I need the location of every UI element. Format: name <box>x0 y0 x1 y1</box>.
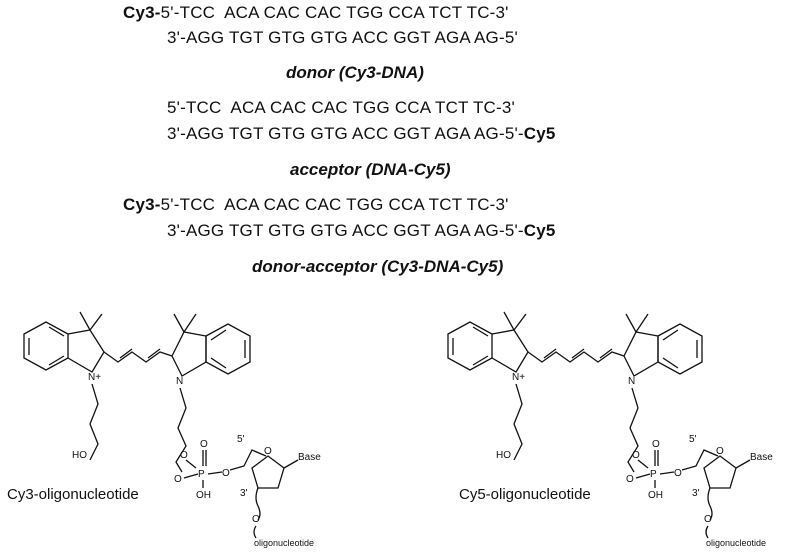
cy3-prefix: Cy3- <box>123 3 161 22</box>
cy5-oligo-label: oligonucleotide <box>706 538 766 548</box>
cy5-right-benzene-ring <box>657 323 703 375</box>
cy3-oh-label: OH <box>196 490 211 501</box>
cy3-base-label: Base <box>298 452 321 463</box>
cy5-suffix: Cy5 <box>523 221 556 240</box>
cy3-right-benzene-ring <box>205 323 251 375</box>
cy3-ho-label: HO <box>72 450 87 461</box>
bottom-sequence: 3'-AGG TGT GTG GTG ACC GGT AGA AG-5'- <box>167 221 524 240</box>
cy3-o5-label: O <box>252 514 260 525</box>
cy5-five-prime-label: 5' <box>689 434 697 445</box>
cy5-oligonucleotide-label: Cy5-oligonucleotide <box>459 486 591 503</box>
cy3-oligonucleotide-label: Cy3-oligonucleotide <box>7 486 139 503</box>
cy3-hydroxypropyl-chain <box>89 383 99 461</box>
cy5-ho-label: HO <box>496 450 511 461</box>
cy5-oh-label: OH <box>648 490 663 501</box>
cy5-structure: N+ N HO O P O O OH O 5' O Base 3' O <box>447 311 773 548</box>
cy3-three-prime-label: 3' <box>240 488 248 499</box>
cy5-right-pyrrole-ring <box>623 313 659 377</box>
cy5-deoxyribose-ring <box>703 455 737 489</box>
bottom-sequence: 3'-AGG TGT GTG GTG ACC GGT AGA AG-5'- <box>167 124 524 143</box>
bottom-sequence: 3'-AGG TGT GTG GTG ACC GGT AGA AG-5' <box>167 28 518 47</box>
cy3-o2-label: O <box>200 439 208 450</box>
cy5-methine-bridge <box>527 348 625 363</box>
cy5-o2-label: O <box>652 439 660 450</box>
donor-acceptor-bottom-strand: 3'-AGG TGT GTG GTG ACC GGT AGA AG-5'-Cy5 <box>167 221 556 241</box>
cy5-suffix: Cy5 <box>523 124 556 143</box>
cy3-five-prime-label: 5' <box>237 434 245 445</box>
cy5-left-benzene-ring <box>447 321 493 371</box>
cy5-hydroxypropyl-chain <box>513 383 523 461</box>
cy5-n-plus-label: N+ <box>512 372 525 383</box>
acceptor-bottom-strand: 3'-AGG TGT GTG GTG ACC GGT AGA AG-5'-Cy5 <box>167 124 556 144</box>
donor-top-strand: Cy3-5'-TCC ACA CAC CAC TGG CCA TCT TC-3' <box>123 3 509 23</box>
top-sequence: 5'-TCC ACA CAC CAC TGG CCA TCT TC-3' <box>160 3 509 22</box>
cy3-o1-label: O <box>174 474 182 485</box>
cy5-linker-chain <box>627 387 639 473</box>
cy5-o3-label: O <box>632 450 640 461</box>
sequence-panel: Cy3-5'-TCC ACA CAC CAC TGG CCA TCT TC-3'… <box>123 3 556 276</box>
cy3-o3-label: O <box>180 450 188 461</box>
cy3-deoxyribose-ring <box>251 455 285 489</box>
cy3-structure: N+ N HO O P O O OH O 5' O Base 3' O olig… <box>23 311 321 548</box>
cy3-n-plus-label: N+ <box>88 372 101 383</box>
cy3-n-label: N <box>176 376 183 387</box>
cy5-three-prime-label: 3' <box>692 488 700 499</box>
cy3-right-pyrrole-ring <box>171 313 207 377</box>
top-sequence: 5'-TCC ACA CAC CAC TGG CCA TCT TC-3' <box>160 195 509 214</box>
cy5-left-pyrrole-ring <box>491 311 529 373</box>
cy5-o5-label: O <box>704 514 712 525</box>
cy3-oligo-label: oligonucleotide <box>254 538 314 548</box>
cy3-prefix: Cy3- <box>123 195 161 214</box>
top-sequence: 5'-TCC ACA CAC CAC TGG CCA TCT TC-3' <box>167 98 515 117</box>
cy5-o1-label: O <box>626 474 634 485</box>
cy5-ring-o-label: O <box>716 446 724 457</box>
cy3-left-benzene-ring <box>23 321 69 371</box>
donor-acceptor-top-strand: Cy3-5'-TCC ACA CAC CAC TGG CCA TCT TC-3' <box>123 195 509 215</box>
cy3-methine-bridge <box>103 348 173 363</box>
cy3-linker-chain <box>175 387 187 473</box>
cy5-p-label: P <box>650 469 657 480</box>
cy3-p-label: P <box>198 469 205 480</box>
acceptor-top-strand: 5'-TCC ACA CAC CAC TGG CCA TCT TC-3' <box>167 98 515 118</box>
acceptor-caption: acceptor (DNA-Cy5) <box>290 160 451 179</box>
cy3-left-pyrrole-ring <box>67 311 105 373</box>
cy5-base-label: Base <box>750 452 773 463</box>
cy3-ring-o-label: O <box>264 446 272 457</box>
donor-acceptor-caption: donor-acceptor (Cy3-DNA-Cy5) <box>252 257 504 276</box>
cy5-o4-label: O <box>674 468 682 479</box>
cy5-n-label: N <box>628 376 635 387</box>
donor-bottom-strand: 3'-AGG TGT GTG GTG ACC GGT AGA AG-5' <box>167 28 518 48</box>
donor-caption: donor (Cy3-DNA) <box>286 63 424 82</box>
cy3-o4-label: O <box>222 468 230 479</box>
